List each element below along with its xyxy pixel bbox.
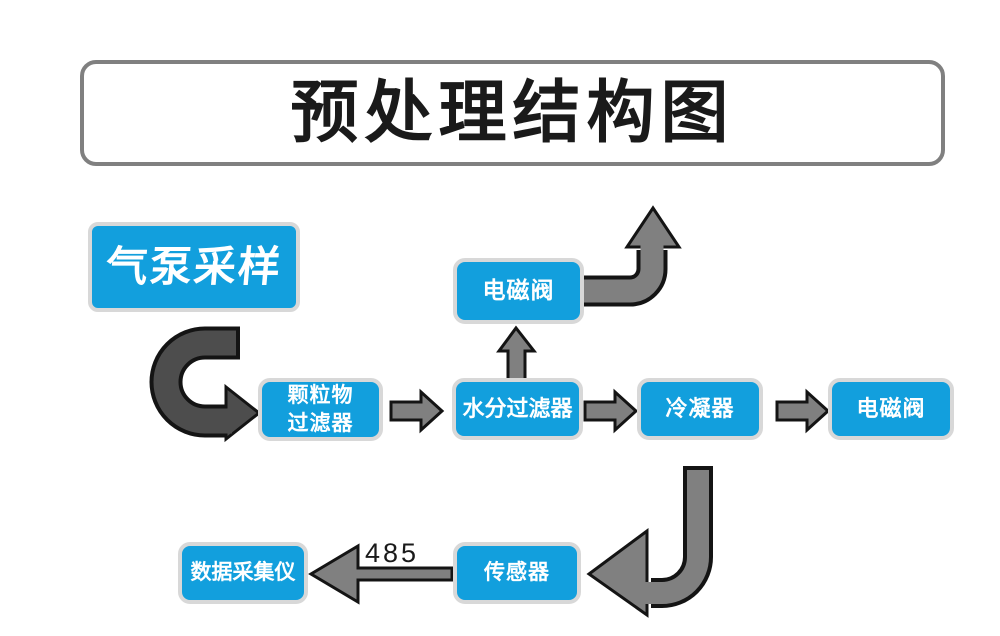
node-air-pump-sampling: 气泵采样 (88, 222, 300, 312)
node-condenser-label: 冷凝器 (665, 395, 735, 421)
node-particulate-filter-label: 颗粒物 过滤器 (287, 384, 354, 435)
arrow-condenser-to-valve-icon (775, 388, 831, 434)
arrow-pump-to-particulate-icon (149, 326, 262, 443)
node-solenoid-valve-top-label: 电磁阀 (482, 277, 555, 304)
node-solenoid-valve-right: 电磁阀 (828, 378, 954, 440)
node-sensor-label: 传感器 (484, 561, 550, 585)
node-air-pump-sampling-label: 气泵采样 (103, 243, 285, 290)
arrow-moisture-to-condenser-icon (583, 388, 639, 434)
node-solenoid-valve-right-label: 电磁阀 (856, 395, 926, 421)
arrow-moisture-to-valve-top-icon (496, 325, 538, 382)
diagram-title: 预处理结构图 (290, 75, 735, 151)
node-data-acquisition-instrument-label: 数据采集仪 (190, 561, 296, 585)
arrow-valve-exhaust-icon (584, 205, 682, 307)
arrow-sensor-to-datalogger-icon (308, 543, 454, 605)
node-moisture-filter-label: 水分过滤器 (462, 395, 573, 421)
node-particulate-filter: 颗粒物 过滤器 (258, 378, 383, 441)
title-box: 预处理结构图 (80, 60, 945, 166)
node-condenser: 冷凝器 (637, 378, 763, 440)
arrow-condenser-to-sensor-icon (586, 466, 713, 618)
arrow-particulate-to-moisture-icon (389, 388, 445, 434)
node-sensor: 传感器 (453, 542, 581, 604)
node-data-acquisition-instrument: 数据采集仪 (178, 542, 308, 604)
node-solenoid-valve-top: 电磁阀 (453, 258, 584, 324)
edge-label-485: 485 (364, 538, 420, 568)
node-moisture-filter: 水分过滤器 (452, 378, 583, 440)
